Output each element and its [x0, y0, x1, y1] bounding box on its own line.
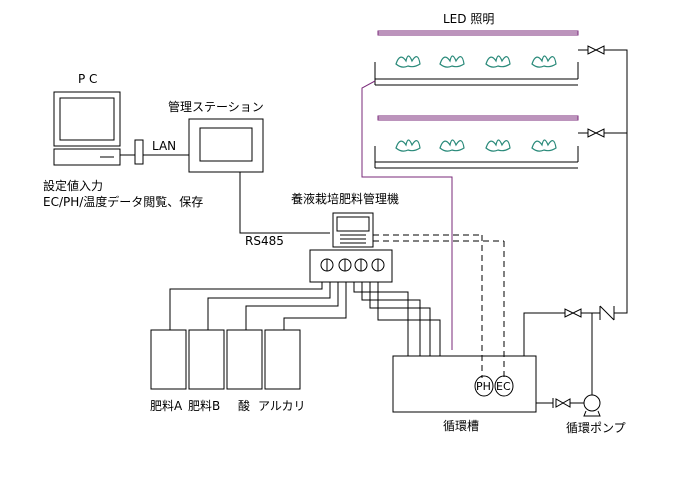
nutrient-controller [309, 212, 393, 283]
svg-text:EC: EC [496, 380, 511, 393]
pc-monitor-icon [53, 91, 121, 166]
tank-alkali [264, 329, 301, 390]
tank-a-label: 肥料A [150, 399, 183, 413]
pump-label: 循環ポンプ [566, 421, 626, 435]
reservoir-tank [392, 355, 537, 413]
signal-lines [373, 234, 505, 378]
tank-fertilizer-b [188, 329, 225, 390]
rs485-line [239, 172, 330, 234]
check-valve-icon [599, 305, 615, 321]
tank-alkali-label: アルカリ [258, 399, 306, 413]
lan-label: LAN [152, 139, 176, 153]
valve-icon [564, 308, 582, 318]
station-label: 管理ステーション [168, 99, 264, 114]
dosing-tubes [169, 282, 441, 356]
tank-b-label: 肥料B [188, 399, 220, 413]
valve-icon [555, 398, 571, 408]
grow-rack-top [374, 62, 579, 86]
plants-top [395, 55, 557, 68]
rs485-label: RS485 [245, 234, 284, 248]
tank-acid-label: 酸 [238, 398, 250, 413]
drain-line [361, 80, 453, 350]
lan-adapter [134, 139, 144, 165]
pc-label: P C [78, 72, 97, 86]
valve-icon [587, 45, 605, 55]
dosing-pump-icon [320, 258, 385, 272]
tank-fertilizer-a [150, 329, 187, 390]
valve-icon [587, 128, 605, 138]
controller-label: 養液栽培肥料管理機 [291, 191, 399, 206]
grow-rack-bottom [374, 146, 579, 169]
ph-sensor: PH [474, 375, 494, 397]
management-station [188, 118, 264, 173]
pump-icon [583, 394, 601, 417]
tank-acid [226, 329, 263, 390]
plants-bottom [395, 139, 557, 152]
reservoir-label: 循環槽 [443, 419, 479, 433]
settings-label-line2: EC/PH/温度データ閲覧、保存 [43, 194, 203, 209]
ec-sensor: EC [494, 375, 514, 397]
led-lighting-label: LED 照明 [443, 12, 494, 26]
settings-label-line1: 設定値入力 [43, 178, 103, 193]
svg-text:PH: PH [476, 380, 491, 393]
